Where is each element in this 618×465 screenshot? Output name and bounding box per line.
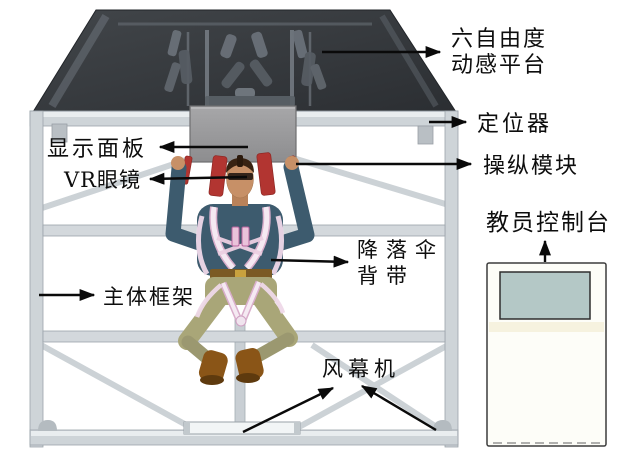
figure-left-boot xyxy=(198,350,228,384)
display-panel-box xyxy=(189,105,297,163)
actuator-arm xyxy=(221,61,245,89)
label-display-panel: 显示面板 xyxy=(47,137,147,162)
harness-side-strap-left xyxy=(196,215,210,276)
figure-hair-crest xyxy=(237,155,243,167)
label-parachute-harness-line1: 降落伞 xyxy=(357,238,444,262)
harness-leg-strap-left xyxy=(221,282,241,321)
figure-left-boot-sole xyxy=(200,375,224,385)
display-panel xyxy=(189,105,297,163)
platform-left-streak xyxy=(48,13,110,109)
figure-left-hand xyxy=(171,156,185,170)
actuator-arm xyxy=(167,30,182,57)
figure-right-boot-sole xyxy=(236,373,260,383)
actuator-arm xyxy=(251,31,268,58)
mid-rail-lower xyxy=(42,330,446,343)
actuator-arm xyxy=(249,59,273,87)
locator-device-left xyxy=(51,123,68,143)
figure-torso-jacket xyxy=(197,204,283,276)
actuator-mount-bar xyxy=(205,96,295,106)
leader-lines xyxy=(39,46,551,434)
lower-brace-left xyxy=(39,342,192,430)
instructor-console xyxy=(486,262,607,447)
figure-boots xyxy=(198,348,264,385)
actuator-arm xyxy=(220,34,237,59)
harness-side-strap-right xyxy=(270,215,284,276)
label-motion-platform-line1: 六自由度 xyxy=(451,27,547,52)
riser-main-right xyxy=(256,152,276,196)
arrow-air-curtain-right xyxy=(360,384,437,432)
locator-device-right xyxy=(417,125,434,145)
harness-shoulder-strap-left xyxy=(210,206,235,270)
platform-right-streak xyxy=(379,14,439,108)
console-screen xyxy=(499,271,591,320)
harness-buckle xyxy=(241,226,250,247)
actuator-assembly xyxy=(164,29,327,106)
harness-leg-strap-right xyxy=(241,281,261,321)
corner-foot-right xyxy=(433,420,452,431)
label-motion-platform-line2: 动感平台 xyxy=(451,53,547,78)
air-curtain-unit xyxy=(183,421,301,435)
air-curtain-cap-left xyxy=(184,422,190,434)
harness-crotch-knot xyxy=(235,315,247,327)
figure-right-hand xyxy=(285,156,299,170)
label-instructor-console: 教员控制台 xyxy=(486,210,611,236)
left-post xyxy=(29,110,44,448)
arrow-vr-glasses xyxy=(148,172,248,185)
harness-shoulder-strap-right xyxy=(245,206,270,270)
harness-leg-straps xyxy=(194,280,286,327)
label-main-frame: 主体框架 xyxy=(103,285,195,309)
right-post xyxy=(444,110,459,448)
figure-left-thigh xyxy=(178,287,230,350)
air-curtain-body xyxy=(183,421,301,435)
label-control-module: 操纵模块 xyxy=(483,154,579,179)
actuator-arm xyxy=(292,29,308,59)
trainee-figure xyxy=(165,155,315,385)
actuator-arm xyxy=(164,62,181,93)
corner-foot-left xyxy=(38,420,57,431)
motion-platform xyxy=(32,9,457,113)
figure-right-boot xyxy=(235,348,264,381)
console-trim-band xyxy=(489,322,604,332)
label-parachute-harness-line2: 背带 xyxy=(357,264,415,288)
label-locator: 定位器 xyxy=(477,112,552,137)
arrow-air-curtain-left xyxy=(242,386,335,434)
arrow-parachute-harness xyxy=(270,255,350,268)
air-curtain-cap-right xyxy=(294,422,300,434)
harness-thigh-wrap-right xyxy=(259,282,286,314)
harness-thigh-wrap-left xyxy=(194,283,223,318)
figure-right-thigh xyxy=(250,287,298,347)
label-air-curtain: 风幕机 xyxy=(322,357,400,381)
actuator-arm xyxy=(301,51,316,87)
harness-buckle xyxy=(231,226,240,247)
figure-hair xyxy=(226,158,254,173)
harness-chest-strap xyxy=(217,236,264,256)
parachute-harness xyxy=(196,206,284,276)
actuator-arm xyxy=(310,63,327,90)
label-vr-glasses: VR眼镜 xyxy=(63,168,141,192)
labels: 六自由度 动感平台 定位器 操纵模块 教员控制台 显示面板 VR眼镜 主体框架 … xyxy=(47,27,611,381)
actuator-arm xyxy=(178,49,193,85)
figure-belt-buckle xyxy=(235,270,246,278)
actuator-hub xyxy=(235,88,255,98)
